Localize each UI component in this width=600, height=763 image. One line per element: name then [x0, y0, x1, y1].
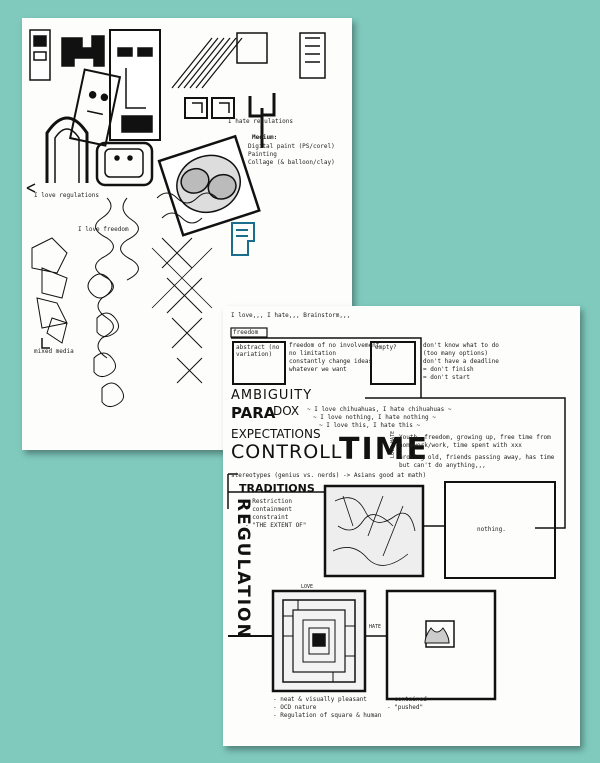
paradox-note-3: ~ I love this, I hate this ~ [319, 422, 421, 429]
word-traditions: TRADITIONS [239, 482, 315, 495]
love-note-3: - Regulation of square & human [273, 712, 382, 719]
label-love-freedom: I love freedom [78, 226, 129, 233]
hate-label: HATE [369, 624, 382, 630]
empty-box-label: empty? [375, 344, 397, 351]
dont-know-note-3: don't have a deadline [423, 358, 499, 365]
stereotypes-note: stereotypes (genius vs. nerds) -> Asians… [231, 472, 427, 479]
paradox-note-2: ~ I love nothing, I hate nothing ~ [313, 414, 436, 421]
medium-item-3: Collage (& balloon/clay) [248, 159, 335, 166]
freedom-note-2: no limitation [289, 350, 336, 357]
label-hate-regulations: I hate regulations [228, 118, 294, 125]
freedom-note-3: constantly change ideas [289, 358, 373, 365]
doodle-drawings [26, 29, 326, 408]
tradition-item-3: - constraint [245, 514, 289, 521]
dont-know-note-2: (too many options) [423, 350, 489, 357]
word-time: TIME [339, 432, 429, 467]
word-dox: DOX [273, 404, 300, 418]
medium-title: Medium: [252, 134, 278, 141]
love-note-2: - OCD nature [273, 704, 317, 711]
time-note-1: Youth, freedom, growing up, free time fr… [399, 434, 551, 441]
time-side-label: LOVE HATE [390, 430, 396, 458]
brainstorm-page: I love,,, I hate,,, Brainstorm,,, freedo… [223, 306, 580, 746]
hate-note-2: - "pushed" [387, 704, 424, 711]
word-para: PARA [231, 404, 276, 422]
word-regulation: REGULATION [233, 498, 253, 640]
paradox-note-1: ~ I love chihuahuas, I hate chihuahuas ~ [307, 406, 452, 413]
tradition-item-2: - containment [245, 506, 292, 513]
medium-item-1: Digital paint (PS/corel) [248, 143, 335, 150]
label-love-regulations: I love regulations [34, 192, 100, 199]
tradition-item-4: - "THE EXTENT OF" [245, 522, 307, 529]
dont-know-note-5: = don't start [423, 374, 470, 381]
label-mixed-media: mixed media [34, 348, 74, 355]
freedom-label: freedom [233, 329, 259, 336]
time-note-3: Growing old, friends passing away, has t… [399, 454, 555, 461]
brainstorm-header: I love,,, I hate,,, Brainstorm,,, [231, 312, 351, 319]
love-label: LOVE [301, 584, 314, 590]
brainstorm-structure [227, 327, 566, 701]
abstract-box-label: abstract (no variation) [236, 344, 280, 358]
hate-note-1: - contained [387, 696, 427, 703]
word-ambiguity: AMBIGUITY [231, 388, 313, 403]
time-note-2: homework/work, time spent with xxx [399, 442, 522, 449]
tradition-item-1: - Restriction [245, 498, 292, 505]
dont-know-note-1: don't know what to do [423, 342, 499, 349]
nothing-label: nothing. [477, 526, 506, 533]
freedom-note-4: whatever we want [289, 366, 347, 373]
word-controll: CONTROLL [231, 441, 343, 463]
medium-item-2: Painting [248, 151, 277, 158]
sketch-page-left: I hate regulations Medium: Digital paint… [22, 18, 352, 450]
word-expectations: EXPECTATIONS [231, 427, 321, 441]
freedom-note-1: freedom of no involvement [289, 342, 380, 349]
love-note-1: - neat & visually pleasant [273, 696, 367, 703]
dont-know-note-4: = don't finish [423, 366, 474, 373]
time-note-4: but can't do anything,,, [399, 462, 486, 469]
